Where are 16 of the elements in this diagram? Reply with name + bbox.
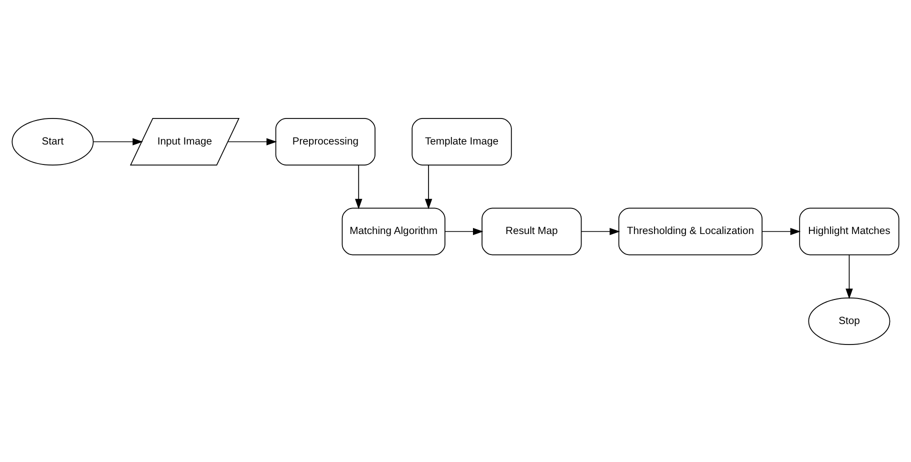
arrow bbox=[355, 164, 362, 209]
arrow bbox=[424, 164, 432, 209]
node-box: Highlight Matches bbox=[799, 207, 900, 255]
node-ellipse: Start bbox=[12, 118, 94, 165]
node-box: Template Image bbox=[412, 118, 512, 165]
node-box: Matching Algorithm bbox=[342, 207, 446, 255]
node-box: Result Map bbox=[482, 207, 582, 255]
arrow bbox=[92, 138, 143, 145]
arrow bbox=[762, 227, 801, 235]
arrow bbox=[444, 227, 484, 235]
arrow bbox=[581, 227, 620, 235]
arrow bbox=[846, 254, 853, 299]
node-ellipse: Stop bbox=[808, 297, 890, 344]
node-box: Preprocessing bbox=[275, 118, 376, 165]
node-box: Thresholding & Localization bbox=[618, 207, 762, 255]
arrow bbox=[228, 138, 277, 145]
